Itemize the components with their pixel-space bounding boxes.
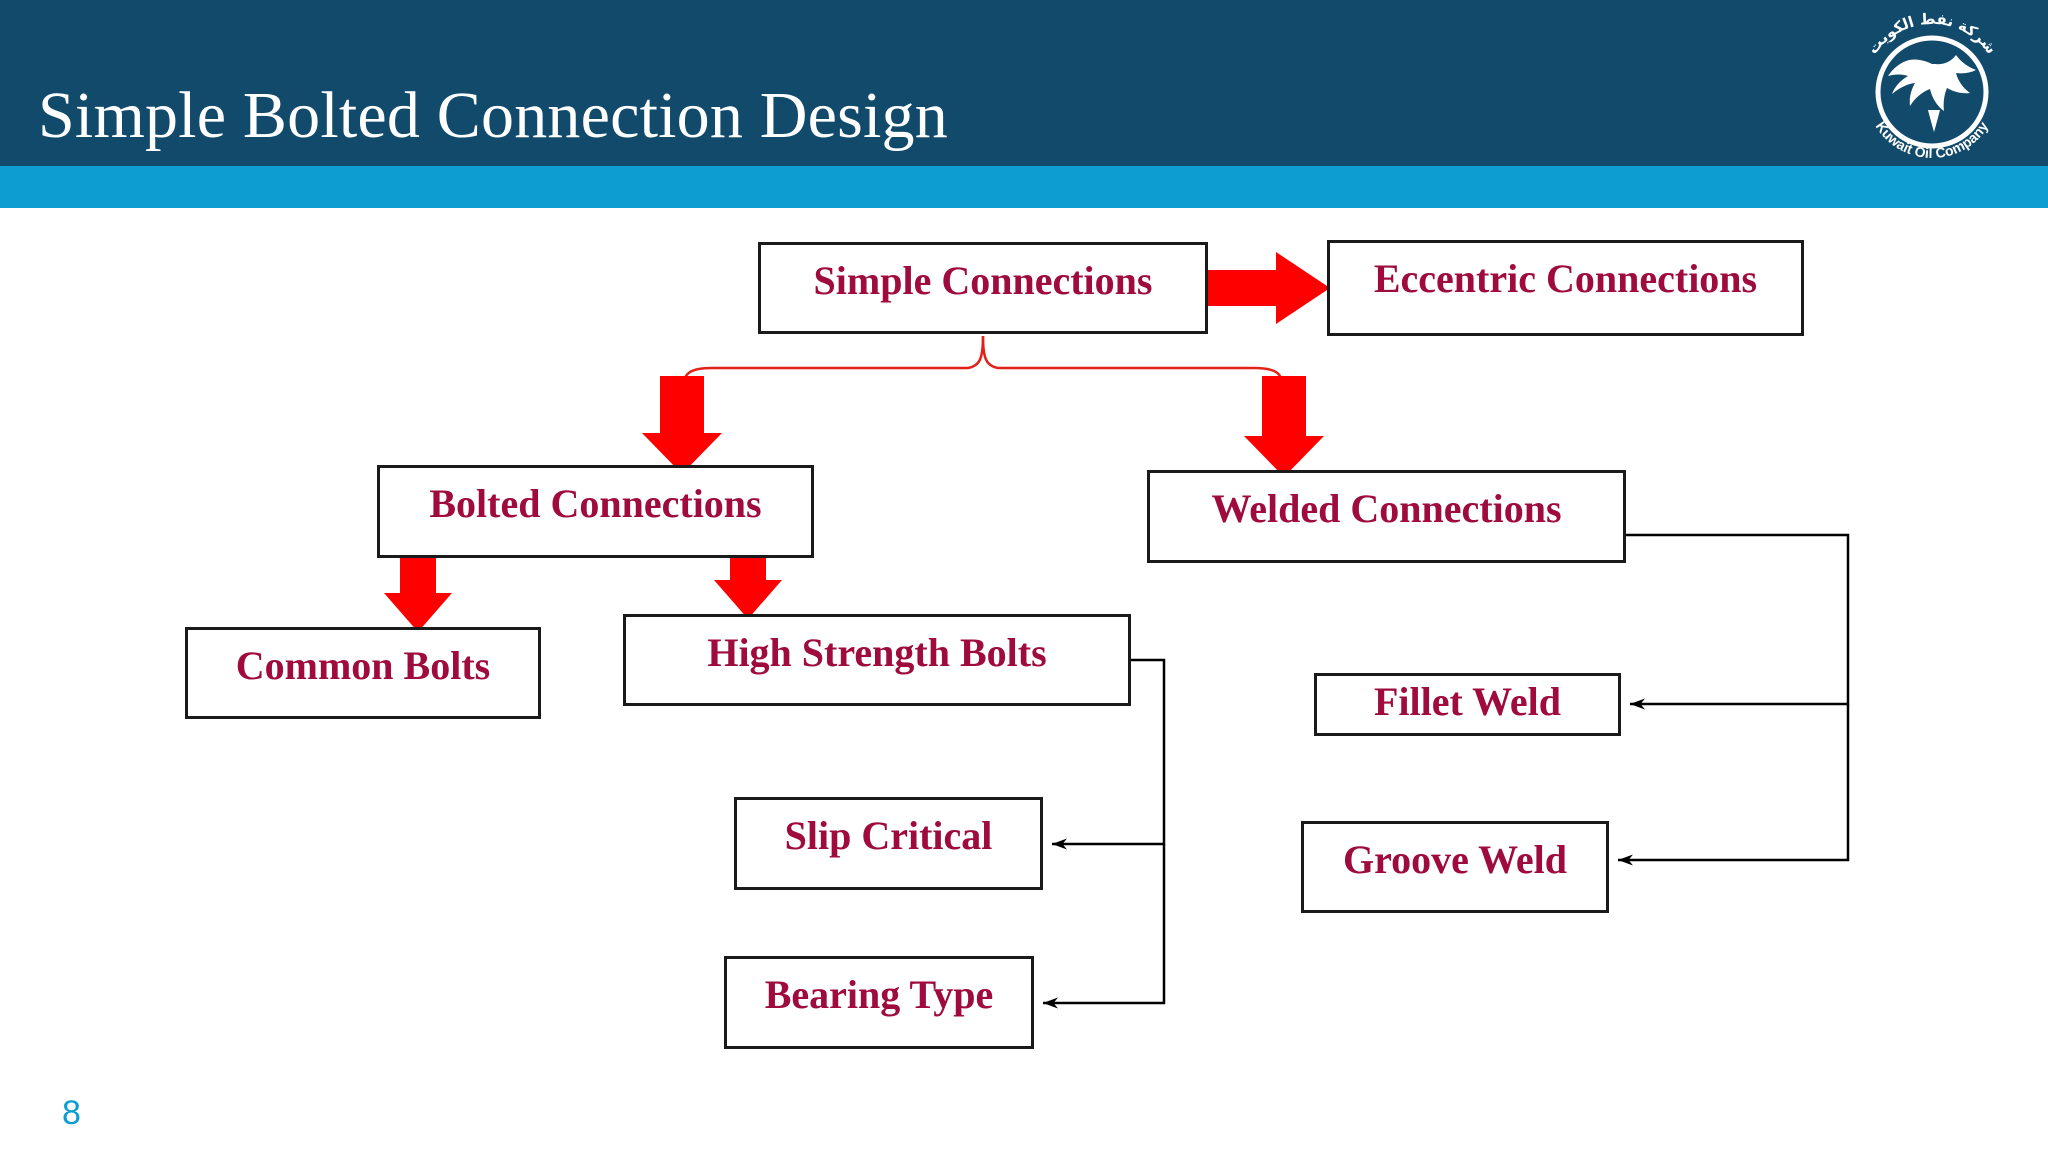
slide-header-band xyxy=(0,0,2048,166)
node-label: Eccentric Connections xyxy=(1373,256,1758,301)
node-label: Welded Connections xyxy=(1211,486,1562,531)
node-bearing-type[interactable]: Bearing Type xyxy=(724,956,1034,1049)
node-label: High Strength Bolts xyxy=(707,630,1047,675)
connector-high-strength-to-slip-critical xyxy=(1052,658,1166,850)
logo-arabic-text: شركة نفط الكويت xyxy=(1864,10,2001,58)
slide-header-accent-bar xyxy=(0,166,2048,208)
node-label: Bolted Connections xyxy=(429,481,762,526)
node-label: Slip Critical xyxy=(784,813,993,858)
page-number: 8 xyxy=(62,1094,81,1132)
connector-high-strength-to-bearing-type xyxy=(1043,844,1166,1009)
falcon-icon xyxy=(1888,55,1976,132)
page-title: Simple Bolted Connection Design xyxy=(38,79,948,152)
node-bolted-connections[interactable]: Bolted Connections xyxy=(377,465,814,558)
node-high-strength-bolts[interactable]: High Strength Bolts xyxy=(623,614,1131,706)
node-label: Common Bolts xyxy=(235,643,491,688)
arrow-bolted-to-common-bolts xyxy=(384,558,452,632)
node-label: Bearing Type xyxy=(764,972,994,1017)
kuwait-oil-company-logo: شركة نفط الكويت Kuwait Oil Company xyxy=(1832,6,2032,162)
arrow-simple-to-eccentric xyxy=(1208,252,1330,324)
connection-design-flowchart: Simple Connections Eccentric Connections… xyxy=(0,208,2048,1152)
flowchart-connectors xyxy=(384,252,1850,1009)
node-slip-critical[interactable]: Slip Critical xyxy=(734,797,1043,890)
node-eccentric-connections[interactable]: Eccentric Connections xyxy=(1327,240,1804,336)
node-welded-connections[interactable]: Welded Connections xyxy=(1147,470,1626,563)
node-label: Fillet Weld xyxy=(1373,679,1562,724)
node-label: Simple Connections xyxy=(813,258,1153,303)
arrow-bolted-to-high-strength-bolts xyxy=(714,558,782,619)
connector-welded-to-fillet-weld xyxy=(1626,533,1850,710)
svg-text:شركة نفط الكويت: شركة نفط الكويت xyxy=(1864,10,2001,58)
arrow-to-welded-connections xyxy=(1244,376,1324,477)
node-fillet-weld[interactable]: Fillet Weld xyxy=(1314,673,1621,736)
brace-simple-split xyxy=(680,335,1286,389)
connector-welded-to-groove-weld xyxy=(1618,704,1850,866)
node-simple-connections[interactable]: Simple Connections xyxy=(758,242,1208,334)
node-common-bolts[interactable]: Common Bolts xyxy=(185,627,541,719)
arrow-to-bolted-connections xyxy=(642,376,722,474)
node-label: Groove Weld xyxy=(1342,837,1568,882)
node-groove-weld[interactable]: Groove Weld xyxy=(1301,821,1609,913)
